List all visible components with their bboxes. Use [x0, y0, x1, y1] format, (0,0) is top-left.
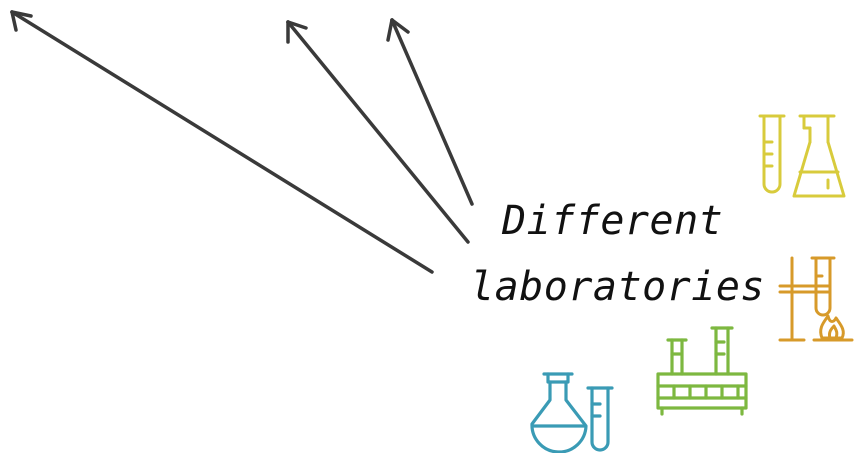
diagram-caption: Different laboratories: [470, 188, 765, 320]
arrow-1: [10, 10, 434, 274]
arrow-3: [386, 18, 474, 206]
round-flask-and-test-tube-icon: [530, 372, 614, 453]
test-tube-rack-icon: [656, 326, 748, 416]
caption-line-1: Different: [502, 198, 724, 244]
test-tube-and-flask-icon: [758, 114, 846, 198]
caption-line-2: laboratories: [470, 264, 765, 310]
test-tube-over-burner-icon: [778, 256, 854, 342]
arrow-2: [286, 20, 470, 244]
